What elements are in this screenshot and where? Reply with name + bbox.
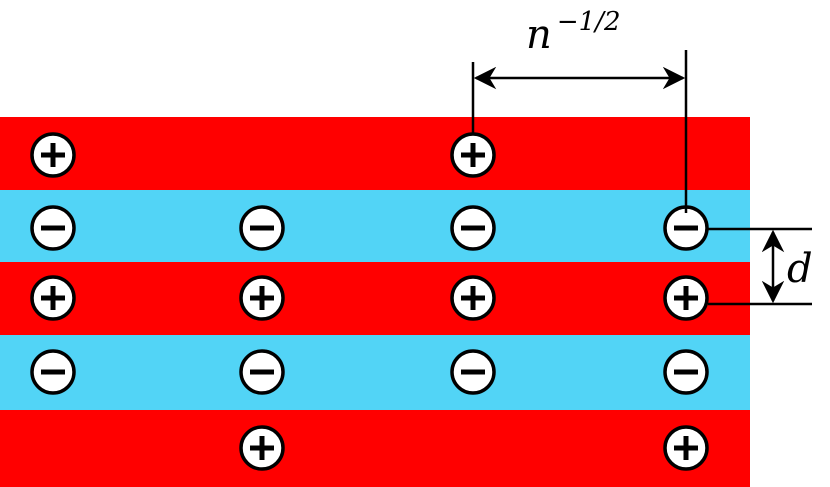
plus-sign-icon <box>259 436 265 460</box>
anion-charge <box>239 205 285 251</box>
negative-layer <box>0 335 750 410</box>
spacing-label-base: n <box>526 12 552 58</box>
cation-charge <box>663 425 709 471</box>
minus-sign-icon <box>674 225 698 231</box>
minus-sign-icon <box>41 225 65 231</box>
minus-sign-icon <box>250 225 274 231</box>
positive-layer <box>0 410 750 487</box>
cation-charge <box>30 132 76 178</box>
cation-charge <box>450 132 496 178</box>
negative-layer <box>0 190 750 262</box>
plus-sign-icon <box>683 286 689 310</box>
cation-charge <box>30 275 76 321</box>
plus-sign-icon <box>50 143 56 167</box>
cation-charge <box>663 275 709 321</box>
minus-sign-icon <box>250 369 274 375</box>
anion-charge <box>663 205 709 251</box>
anion-charge <box>450 205 496 251</box>
spacing-label: n −1/2 <box>526 7 621 58</box>
plus-sign-icon <box>259 286 265 310</box>
plus-sign-icon <box>470 143 476 167</box>
spacing-label-exponent: −1/2 <box>557 7 621 37</box>
plus-sign-icon <box>683 436 689 460</box>
minus-sign-icon <box>461 369 485 375</box>
anion-charge <box>663 349 709 395</box>
plus-sign-icon <box>470 286 476 310</box>
cation-charge <box>239 425 285 471</box>
layer-stack <box>0 117 750 487</box>
anion-charge <box>450 349 496 395</box>
thickness-label: d <box>787 246 813 292</box>
positive-layer <box>0 262 750 335</box>
minus-sign-icon <box>41 369 65 375</box>
positive-layer <box>0 117 750 190</box>
anion-charge <box>30 205 76 251</box>
annotations: n −1/2 d <box>471 7 813 306</box>
minus-sign-icon <box>674 369 698 375</box>
minus-sign-icon <box>461 225 485 231</box>
cation-charge <box>450 275 496 321</box>
anion-charge <box>30 349 76 395</box>
plus-sign-icon <box>50 286 56 310</box>
cation-charge <box>239 275 285 321</box>
anion-charge <box>239 349 285 395</box>
